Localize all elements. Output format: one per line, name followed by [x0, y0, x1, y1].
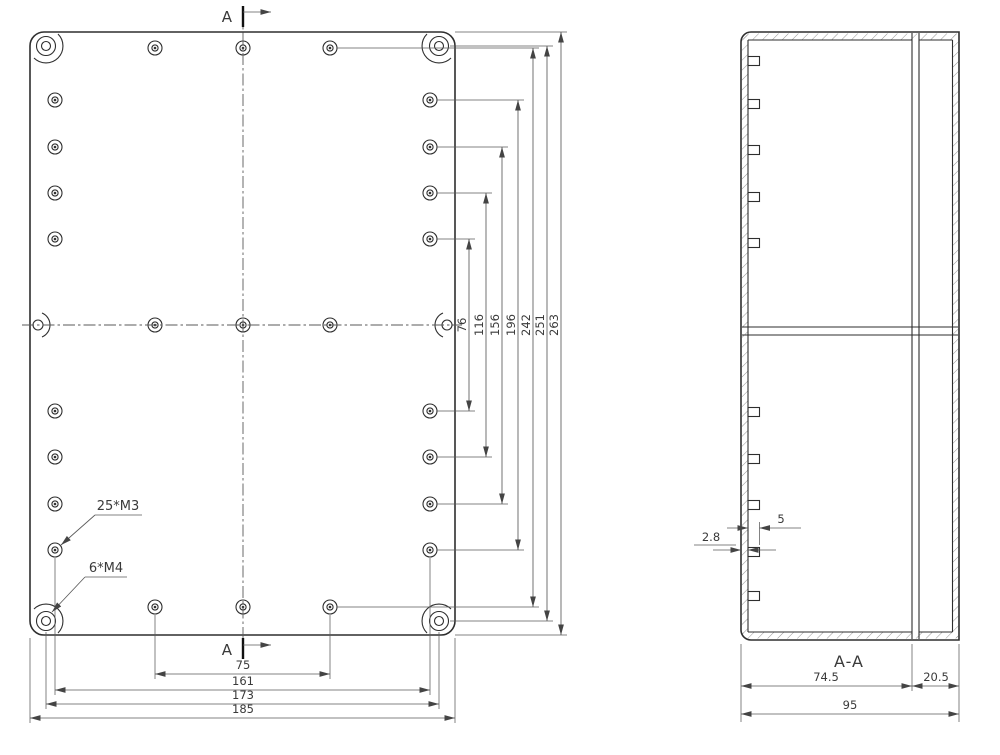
dim-label-173: 173: [232, 688, 254, 702]
section-dimensions: 5 2.8 74.5 20.5 95: [694, 512, 960, 722]
wall-tab: [747, 546, 761, 558]
right-side-dimensions: 76 116 156 196 242 251 263: [337, 31, 567, 636]
wall-tab: [747, 144, 761, 156]
callout-m4-label: 6*M4: [89, 561, 123, 576]
section-body-outline: [740, 31, 960, 641]
dim-label-251: 251: [533, 314, 547, 336]
wall-tab: [747, 499, 761, 511]
plate-outline: [29, 31, 456, 636]
dim-label-156: 156: [488, 314, 502, 336]
bottom-dimensions: 75 161 173 185: [29, 558, 456, 723]
section-label-bottom: A: [222, 641, 233, 659]
boss-hole: [47, 231, 63, 247]
dim-label-75: 75: [236, 658, 251, 672]
dim-label-185: 185: [232, 702, 254, 716]
boss-hole: [147, 40, 163, 56]
wall-tab: [747, 191, 761, 203]
section-hatching: [742, 33, 959, 639]
boss-hole: [47, 449, 63, 465]
boss-hole: [47, 542, 63, 558]
boss-hole: [47, 403, 63, 419]
dim-label-2-8: 2.8: [702, 530, 720, 544]
dim-label-95: 95: [843, 698, 858, 712]
dim-label-116: 116: [472, 314, 486, 336]
wall-tab: [747, 406, 761, 418]
section-label-top: A: [222, 8, 233, 26]
section-cut-marks: A A: [222, 6, 271, 659]
dim-label-74-5: 74.5: [813, 670, 839, 684]
callout-m3-label: 25*M3: [97, 499, 140, 514]
dim-label-242: 242: [519, 314, 533, 336]
center-lines: [22, 12, 462, 653]
wall-tab: [747, 55, 761, 67]
section-outline: [740, 31, 960, 641]
wall-tab: [747, 453, 761, 465]
wall-tabs: [747, 55, 761, 602]
boss-hole: [47, 139, 63, 155]
dim-label-196: 196: [504, 314, 518, 336]
wall-tab: [747, 237, 761, 249]
boss-hole: [147, 599, 163, 615]
boss-holes: [47, 40, 438, 615]
boss-hole: [47, 185, 63, 201]
wall-tab: [747, 590, 761, 602]
dim-label-5: 5: [777, 512, 784, 526]
section-view: 5 2.8 74.5 20.5 95 A-A: [694, 31, 960, 722]
front-view: A A 76 1: [22, 6, 567, 723]
boss-hole: [47, 496, 63, 512]
corner-screw-holes: [32, 35, 453, 632]
wall-tab: [747, 98, 761, 110]
boss-hole: [47, 92, 63, 108]
section-title: A-A: [834, 652, 864, 671]
dim-label-76: 76: [455, 318, 469, 333]
dim-label-161: 161: [232, 674, 254, 688]
cover-plate-outline: [29, 31, 456, 636]
hole-callouts: 25*M3 6*M4: [51, 499, 142, 613]
dim-label-20-5: 20.5: [923, 670, 949, 684]
dim-label-263: 263: [547, 314, 561, 336]
